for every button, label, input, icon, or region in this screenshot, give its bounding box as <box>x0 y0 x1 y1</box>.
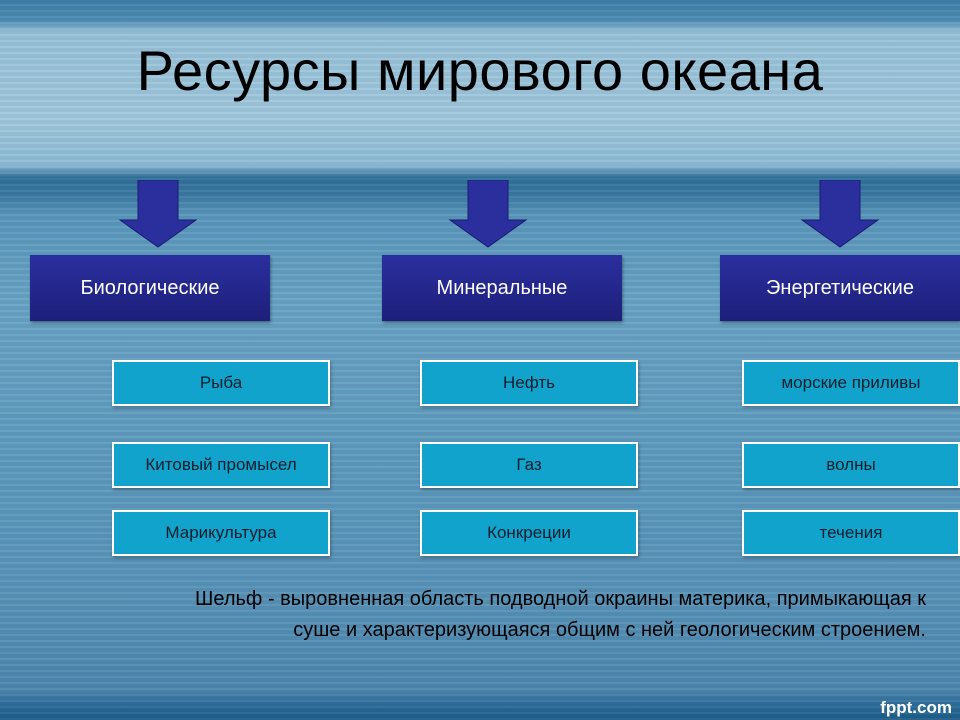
item-nodules: Конкреции <box>420 510 638 556</box>
page-title: Ресурсы мирового океана <box>136 39 824 102</box>
category-energy: Энергетические <box>720 255 960 321</box>
item-oil: Нефть <box>420 360 638 406</box>
item-mariculture: Марикультура <box>112 510 330 556</box>
item-fish: Рыба <box>112 360 330 406</box>
definition-line-2: суше и характеризующаяся общим с ней гео… <box>293 619 926 641</box>
arrow-down-icon <box>800 180 880 248</box>
item-tides: морские приливы <box>742 360 960 406</box>
item-gas: Газ <box>420 442 638 488</box>
category-mineral: Минеральные <box>382 255 622 321</box>
item-waves: волны <box>742 442 960 488</box>
category-biological: Биологические <box>30 255 270 321</box>
arrow-down-icon <box>118 180 198 248</box>
watermark: fppt.com <box>880 698 952 717</box>
item-whaling: Китовый промысел <box>112 442 330 488</box>
item-currents: течения <box>742 510 960 556</box>
shelf-definition: Шельф - выровненная область подводной ок… <box>30 584 926 646</box>
definition-line-1: Шельф - выровненная область подводной ок… <box>195 588 926 610</box>
arrow-down-icon <box>448 180 528 248</box>
